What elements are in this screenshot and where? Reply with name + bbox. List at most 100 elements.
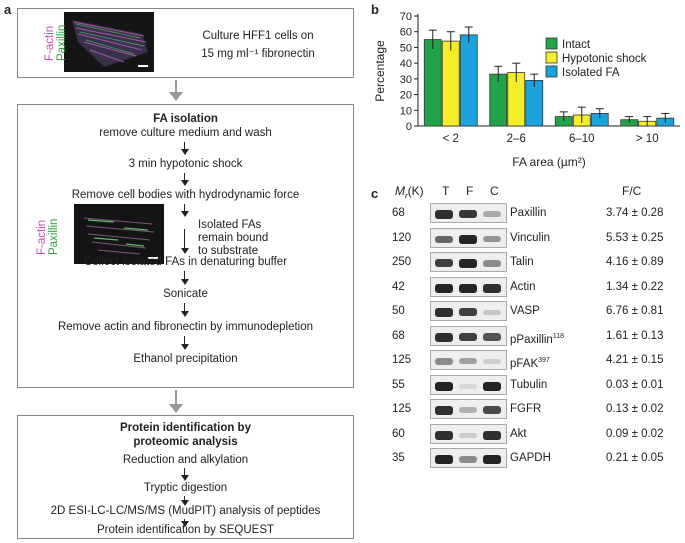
- proteomic-title-1: Protein identification by: [120, 422, 251, 434]
- flow-arrow-1-stem: [175, 80, 177, 94]
- bar: [441, 40, 460, 127]
- arrow-head: [181, 311, 189, 317]
- blot-band: [459, 283, 477, 293]
- fc-ratio: 0.13 ± 0.02: [606, 403, 664, 415]
- protein-name-text: Vinculin: [510, 232, 551, 244]
- step-isolated-fas-2: remain bound: [198, 232, 269, 244]
- blot-band: [435, 332, 453, 342]
- protein-name: Tubulin: [510, 379, 547, 392]
- fa-isolation-box: FA isolation remove culture medium and w…: [17, 104, 354, 388]
- fc-ratio: 5.53 ± 0.25: [606, 232, 664, 244]
- fc-ratio: 6.76 ± 0.81: [606, 305, 664, 317]
- y-tick-label: 50: [400, 42, 412, 54]
- y-tick-label: 60: [400, 27, 412, 39]
- molecular-weight: 50: [392, 305, 405, 317]
- arrow-head: [181, 248, 189, 254]
- blot-strip: [430, 326, 507, 346]
- blot-strip: [430, 301, 507, 321]
- step-mudpit: 2D ESI-LC-LC/MS/MS (MudPIT) analysis of …: [50, 505, 321, 517]
- paxillin-label-1: Paxillin: [56, 24, 68, 61]
- blot-strip: [430, 399, 507, 419]
- fc-ratio: 0.09 ± 0.02: [606, 428, 664, 440]
- x-tick-label: > 10: [636, 133, 659, 145]
- blot-band: [459, 407, 477, 413]
- fc-ratio: 1.34 ± 0.22: [606, 281, 664, 293]
- bar: [423, 39, 442, 127]
- fc-ratio: 0.21 ± 0.05: [606, 452, 664, 464]
- arrow-head: [181, 344, 189, 350]
- bar: [525, 80, 544, 127]
- panel-a-letter: a: [4, 2, 12, 17]
- proteomic-title-2: proteomic analysis: [133, 436, 238, 448]
- molecular-weight: 68: [392, 207, 405, 219]
- legend-swatch: [545, 37, 558, 50]
- arrow-stem: [184, 496, 185, 501]
- molecular-weight: 125: [392, 354, 412, 366]
- blot-band: [435, 259, 453, 267]
- blot-band: [483, 454, 501, 464]
- protein-name-text: Paxillin: [510, 207, 547, 219]
- step-ethanol-precipitation: Ethanol precipitation: [133, 353, 238, 365]
- protein-name-text: pPaxillin: [510, 333, 553, 346]
- protein-residue-sup: 397: [538, 357, 550, 364]
- lane-label-c: C: [490, 184, 499, 198]
- fc-ratio: 1.61 ± 0.13: [606, 330, 664, 342]
- arrow-stem: [184, 336, 185, 345]
- blot-row: 60 Akt 0.09 ± 0.02: [0, 424, 685, 444]
- blot-strip: [430, 252, 507, 272]
- molecular-weight: 55: [392, 379, 405, 391]
- step-collect-fas: Collect isolated FAs in denaturing buffe…: [83, 256, 288, 268]
- protein-name-text: Talin: [510, 256, 534, 268]
- step-isolated-fas-1: Isolated FAs: [198, 219, 262, 231]
- blot-band: [459, 210, 477, 218]
- arrow-head: [181, 149, 189, 155]
- blot-band: [459, 234, 477, 244]
- protein-name: Akt: [510, 428, 527, 441]
- protein-name: Vinculin: [510, 232, 550, 245]
- x-axis-label: FA area (µm²): [512, 155, 586, 169]
- mr-symbol: M: [395, 184, 405, 198]
- protein-name-text: Akt: [510, 428, 527, 440]
- y-tick-label: 70: [400, 11, 412, 23]
- step-sonicate: Sonicate: [163, 288, 208, 300]
- flow-arrow-1-head: [169, 92, 183, 101]
- mr-unit: (K): [407, 184, 424, 198]
- protein-name: FGFR: [510, 403, 541, 416]
- legend-swatch: [545, 51, 558, 64]
- step-remove-medium: remove culture medium and wash: [99, 127, 272, 139]
- step-reduction: Reduction and alkylation: [122, 454, 249, 466]
- blot-band: [459, 258, 477, 268]
- blot-strip: [430, 448, 507, 468]
- arrow-stem: [184, 303, 185, 312]
- ratio-header: F/C: [622, 184, 642, 198]
- protein-name-text: GAPDH: [510, 452, 551, 464]
- blot-strip: [430, 228, 507, 248]
- arrow-head: [181, 521, 189, 527]
- mr-header: Mr(K): [395, 184, 424, 200]
- molecular-weight: 60: [392, 428, 405, 440]
- y-tick-label: 40: [400, 58, 412, 70]
- blot-band: [435, 307, 453, 317]
- blot-band: [435, 405, 453, 415]
- blot-band: [435, 381, 453, 391]
- protein-name-text: FGFR: [510, 403, 542, 415]
- legend-label: Isolated FA: [562, 67, 620, 79]
- lane-label-t: T: [442, 184, 450, 198]
- blot-strip: [430, 277, 507, 297]
- mr-sub: r: [405, 191, 408, 201]
- arrow-stem: [184, 204, 185, 212]
- legend-label: Hypotonic shock: [562, 53, 647, 65]
- legend-swatch: [545, 65, 558, 78]
- cell-micrograph-2: [74, 204, 164, 264]
- arrow-stem: [184, 271, 185, 280]
- blot-band: [435, 235, 453, 243]
- x-tick-label: < 2: [443, 133, 459, 145]
- blot-band: [459, 432, 477, 438]
- step-tryptic: Tryptic digestion: [143, 482, 228, 494]
- y-tick-label: 30: [400, 74, 412, 86]
- blot-band: [435, 209, 453, 219]
